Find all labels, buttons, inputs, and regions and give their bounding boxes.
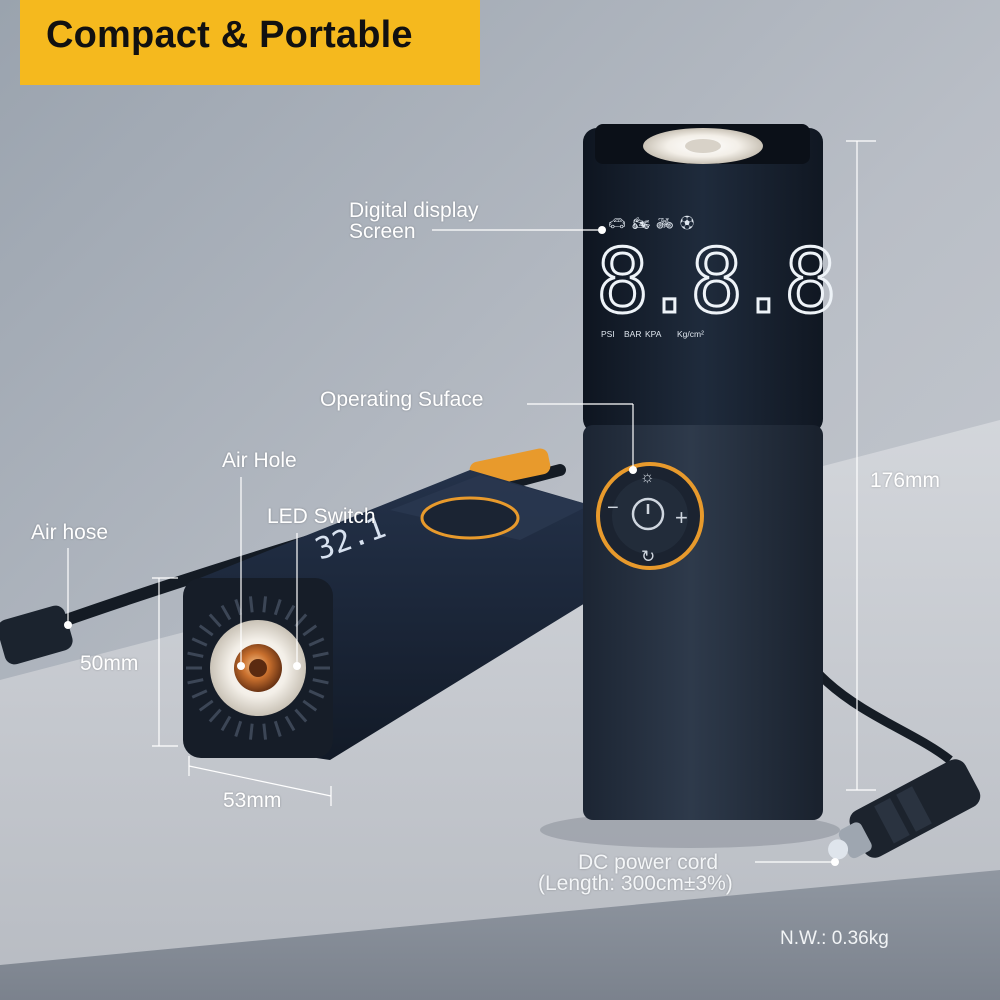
air-vents	[186, 596, 330, 740]
air-hole-label: Air Hole	[222, 449, 297, 472]
vent-slot	[234, 599, 243, 616]
vent-slot	[187, 678, 204, 685]
dimension-lines	[152, 140, 876, 806]
air-hose-label: Air hose	[31, 521, 109, 544]
unit-label: BAR	[624, 329, 641, 339]
light-icon[interactable]: ☼	[640, 469, 655, 486]
vent-slot	[273, 599, 282, 616]
vent-slot	[308, 637, 325, 647]
vent-slot	[191, 689, 208, 699]
ball-icon: ⚽︎	[680, 215, 694, 231]
unit-label: KPA	[645, 329, 662, 339]
vent-slot	[191, 637, 208, 647]
vent-slot	[302, 699, 318, 712]
side-control-ring	[420, 496, 520, 540]
vent-slot	[234, 720, 243, 737]
callout-lines	[67, 229, 835, 863]
air-hose-connector	[0, 605, 73, 665]
vent-slot	[220, 604, 232, 621]
dc-cord-label-line1: DC power cord	[578, 851, 719, 874]
side-width-dimension-label: 53mm	[223, 789, 282, 812]
operating-surface-label: Operating Suface	[320, 388, 484, 411]
dc-cord-label-line2: (Length: 300cm±3%)	[538, 872, 733, 895]
tower-upper-body	[583, 128, 823, 433]
control-pad[interactable]	[612, 478, 688, 554]
banner-title: Compact & Portable	[46, 14, 413, 56]
vent-slot	[294, 708, 308, 723]
vent-slot	[198, 624, 214, 637]
pressure-readout: 8.8.8	[596, 230, 832, 333]
vent-slot	[262, 596, 268, 613]
vent-slot	[284, 604, 296, 621]
vent-slot	[312, 678, 329, 685]
height-dimension-label: 176mm	[870, 469, 941, 492]
vent-slot	[284, 715, 296, 732]
vent-slot	[248, 723, 254, 740]
vent-slot	[208, 708, 222, 723]
plus-button[interactable]: +	[675, 505, 688, 530]
motorcycle-icon: 🏍︎	[632, 215, 650, 231]
cycle-icon[interactable]: ↻	[641, 547, 655, 566]
unit-label: PSI	[601, 329, 615, 339]
vent-slot	[262, 723, 268, 740]
led-switch-label: LED Switch	[267, 505, 376, 528]
unit-labels: PSI BAR KPA Kg/cm²	[601, 329, 704, 339]
title-banner	[20, 0, 480, 85]
vent-slot	[220, 715, 232, 732]
unit-label: Kg/cm²	[677, 329, 704, 339]
vent-slot	[302, 624, 318, 637]
table-edge	[0, 870, 1000, 1000]
power-icon[interactable]	[631, 497, 665, 531]
vent-slot	[187, 651, 204, 658]
vent-slot	[308, 689, 325, 699]
tower-shadow	[540, 812, 840, 848]
vent-slot	[312, 651, 329, 658]
vent-slot	[248, 596, 254, 613]
vent-slot	[208, 613, 222, 628]
callout-dots	[64, 226, 839, 866]
digital-display-label-line1: Digital display	[349, 199, 479, 222]
bicycle-icon: 🚲︎	[656, 215, 674, 231]
digital-display-label-line2: Screen	[349, 220, 416, 243]
car-plug	[828, 759, 981, 860]
car-icon: 🚗︎	[608, 215, 626, 231]
vent-slot	[198, 699, 214, 712]
air-hole	[249, 659, 267, 677]
tower-top-port	[685, 139, 721, 153]
net-weight-label: N.W.: 0.36kg	[780, 928, 889, 949]
vent-slot	[273, 720, 282, 737]
minus-button[interactable]: −	[607, 497, 619, 519]
side-height-dimension-label: 50mm	[80, 652, 139, 675]
